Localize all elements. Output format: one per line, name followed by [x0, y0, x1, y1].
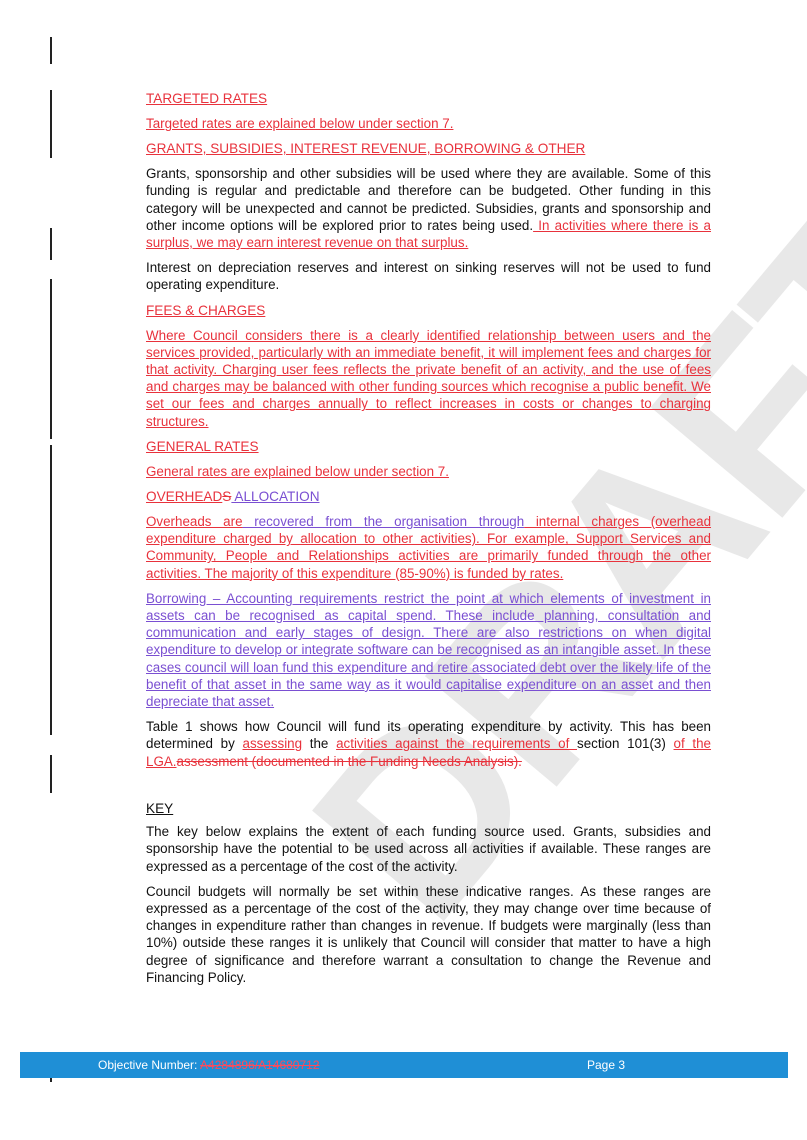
heading-general-rates: GENERAL RATES: [146, 438, 259, 454]
document-body: TARGETED RATES Targeted rates are explai…: [146, 90, 711, 994]
heading-targeted-rates: TARGETED RATES: [146, 91, 268, 106]
table1-text: Table 1 shows how Council will fund its …: [146, 719, 712, 769]
change-bar: [50, 279, 52, 439]
change-bar: [50, 37, 52, 64]
general-rates-text: General rates are explained below under …: [146, 463, 449, 479]
heading-fees: FEES & CHARGES: [146, 302, 266, 318]
targeted-rates-text: Targeted rates are explained below under…: [146, 116, 454, 131]
key-text-1: The key below explains the extent of eac…: [146, 824, 711, 874]
heading-grants: GRANTS, SUBSIDIES, INTEREST REVENUE, BOR…: [146, 141, 586, 157]
interest-text: Interest on depreciation reserves and in…: [146, 260, 711, 293]
key-text-2: Council budgets will normally be set wit…: [146, 883, 711, 985]
overheads-text: Overheads are recovered from the organis…: [146, 514, 712, 581]
page-number: Page 3: [587, 1058, 626, 1072]
change-bar: [50, 445, 52, 735]
fees-text: Where Council considers there is a clear…: [146, 327, 711, 429]
objective-number: Objective Number: A4284896/A14680712: [98, 1058, 320, 1072]
heading-overheads: OVERHEADS ALLOCATION: [146, 489, 320, 505]
borrowing-text: Borrowing – Accounting requirements rest…: [146, 590, 711, 710]
heading-key: KEY: [146, 800, 174, 816]
page-footer: Objective Number: A4284896/A14680712 Pag…: [20, 1052, 788, 1078]
change-bar: [50, 90, 52, 158]
inserted-text: In activities where there is a surplus, …: [146, 217, 711, 251]
change-bar: [50, 755, 52, 793]
grants-text: Grants, sponsorship and other subsidies …: [146, 166, 711, 251]
change-bar: [50, 228, 52, 260]
